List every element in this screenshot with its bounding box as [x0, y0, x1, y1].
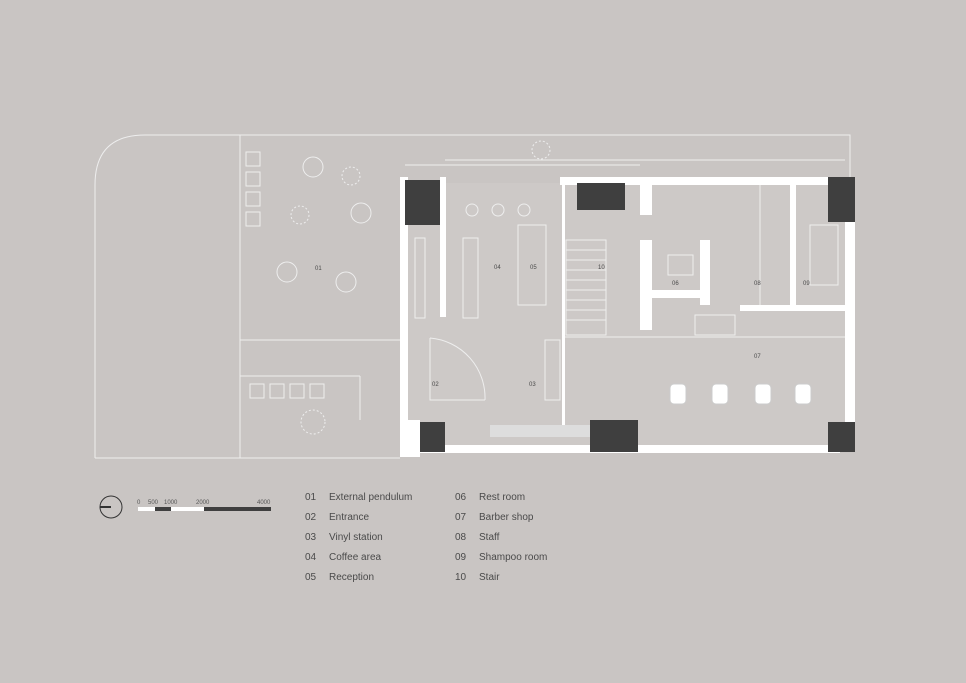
room-label-09: 09	[803, 281, 810, 287]
legend-num: 08	[455, 532, 467, 543]
legend-column-2: 06 Rest room 07 Barber shop 08 Staff 09 Sham…	[455, 492, 547, 592]
legend-name: Vinyl station	[329, 532, 383, 543]
legend-num: 02	[305, 512, 317, 523]
room-label-10: 10	[598, 265, 605, 271]
legend-item: 01 External pendulum	[305, 492, 412, 512]
interior-floor	[405, 183, 845, 445]
scale-tick: 4000	[257, 500, 271, 506]
room-label-08: 08	[754, 281, 761, 287]
legend-item: 02 Entrance	[305, 512, 412, 532]
scale-tick: 500	[148, 500, 159, 506]
room-label-04: 04	[494, 265, 501, 271]
legend-item: 05 Reception	[305, 572, 412, 592]
scale-tick: 2000	[196, 500, 210, 506]
scale-tick: 1000	[164, 500, 178, 506]
legend-item: 10 Stair	[455, 572, 547, 592]
legend-num: 01	[305, 492, 317, 503]
outdoor-furniture	[245, 140, 551, 435]
scale-tick: 0	[137, 500, 141, 506]
legend-name: Entrance	[329, 512, 370, 523]
legend-num: 04	[305, 552, 317, 563]
legend-name: Staff	[479, 532, 500, 543]
site-outline	[94, 134, 851, 459]
room-label-02: 02	[432, 382, 439, 388]
room-label-07: 07	[754, 354, 761, 360]
legend-num: 06	[455, 492, 467, 503]
room-label-03: 03	[529, 382, 536, 388]
legend-item: 06 Rest room	[455, 492, 547, 512]
legend-num: 05	[305, 572, 317, 583]
legend-name: Barber shop	[479, 512, 534, 523]
legend-name: Stair	[479, 572, 500, 583]
legend-item: 04 Coffee area	[305, 552, 412, 572]
interior-details	[414, 185, 845, 401]
legend-num: 09	[455, 552, 467, 563]
legend-name: Rest room	[479, 492, 526, 503]
legend-num: 10	[455, 572, 467, 583]
legend-name: Coffee area	[329, 552, 382, 563]
room-label-06: 06	[672, 281, 679, 287]
room-label-05: 05	[530, 265, 537, 271]
legend-num: 07	[455, 512, 467, 523]
legend-column-1: 01 External pendulum 02 Entrance 03 Vinyl s…	[305, 492, 412, 592]
scale-bar: 0 500 1000 2000 4000	[137, 500, 271, 511]
legend-name: External pendulum	[329, 492, 413, 503]
legend-name: Reception	[329, 572, 375, 583]
legend-name: Shampoo room	[479, 552, 548, 563]
legend-item: 03 Vinyl station	[305, 532, 412, 552]
barber-chairs	[669, 383, 812, 405]
north-arrow-icon	[99, 495, 123, 519]
columns	[405, 177, 855, 452]
legend-item: 08 Staff	[455, 532, 547, 552]
room-label-01: 01	[315, 266, 322, 272]
legend-item: 09 Shampoo room	[455, 552, 547, 572]
legend-item: 07 Barber shop	[455, 512, 547, 532]
legend-num: 03	[305, 532, 317, 543]
